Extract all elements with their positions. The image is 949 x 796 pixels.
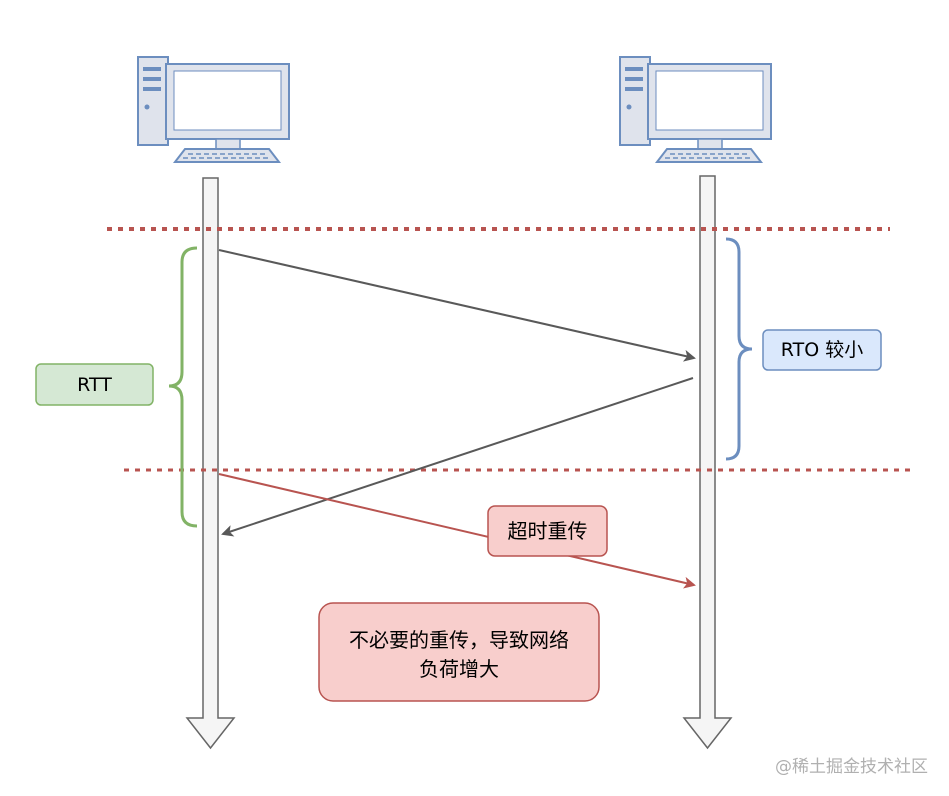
rtt-label: RTT [77, 374, 112, 396]
watermark: @稀土掘金技术社区 [775, 757, 928, 777]
ack-arrow [221, 377, 694, 537]
server-timeline [682, 175, 733, 750]
server-computer-icon [619, 56, 772, 163]
rtt-label-box: RTT [35, 363, 154, 406]
rtt-brace [168, 246, 198, 528]
note-line-1: 不必要的重传，导致网络 [349, 628, 569, 652]
rto-label-box: RTO 较小 [762, 329, 882, 371]
client-computer-icon [137, 56, 290, 163]
data-segment-arrow [218, 249, 696, 362]
unnecessary-retransmit-note: 不必要的重传，导致网络 负荷增大 [318, 602, 600, 702]
retransmit-label: 超时重传 [508, 519, 588, 543]
retransmit-arrow [218, 473, 696, 589]
note-line-2: 负荷增大 [419, 657, 499, 681]
client-timeline [185, 177, 236, 750]
rto-brace [725, 237, 753, 461]
rto-label: RTO 较小 [781, 339, 863, 361]
retransmit-label-box: 超时重传 [487, 505, 608, 557]
